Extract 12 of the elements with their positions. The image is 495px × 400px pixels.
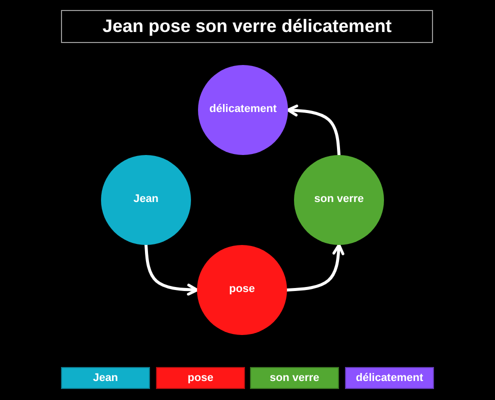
curved-arrow [286, 244, 344, 292]
title: Jean pose son verre délicatement [102, 16, 392, 36]
node-label: son verre [314, 193, 364, 207]
node-label: pose [229, 283, 255, 297]
legend-label: délicatement [356, 372, 424, 384]
legend-label: Jean [92, 372, 118, 384]
curved-arrow [144, 244, 198, 296]
curved-arrow [286, 104, 340, 156]
node-label: délicatement [209, 103, 277, 117]
node-label: Jean [133, 193, 159, 207]
legend-label: pose [188, 372, 214, 384]
legend-label: son verre [270, 372, 320, 384]
